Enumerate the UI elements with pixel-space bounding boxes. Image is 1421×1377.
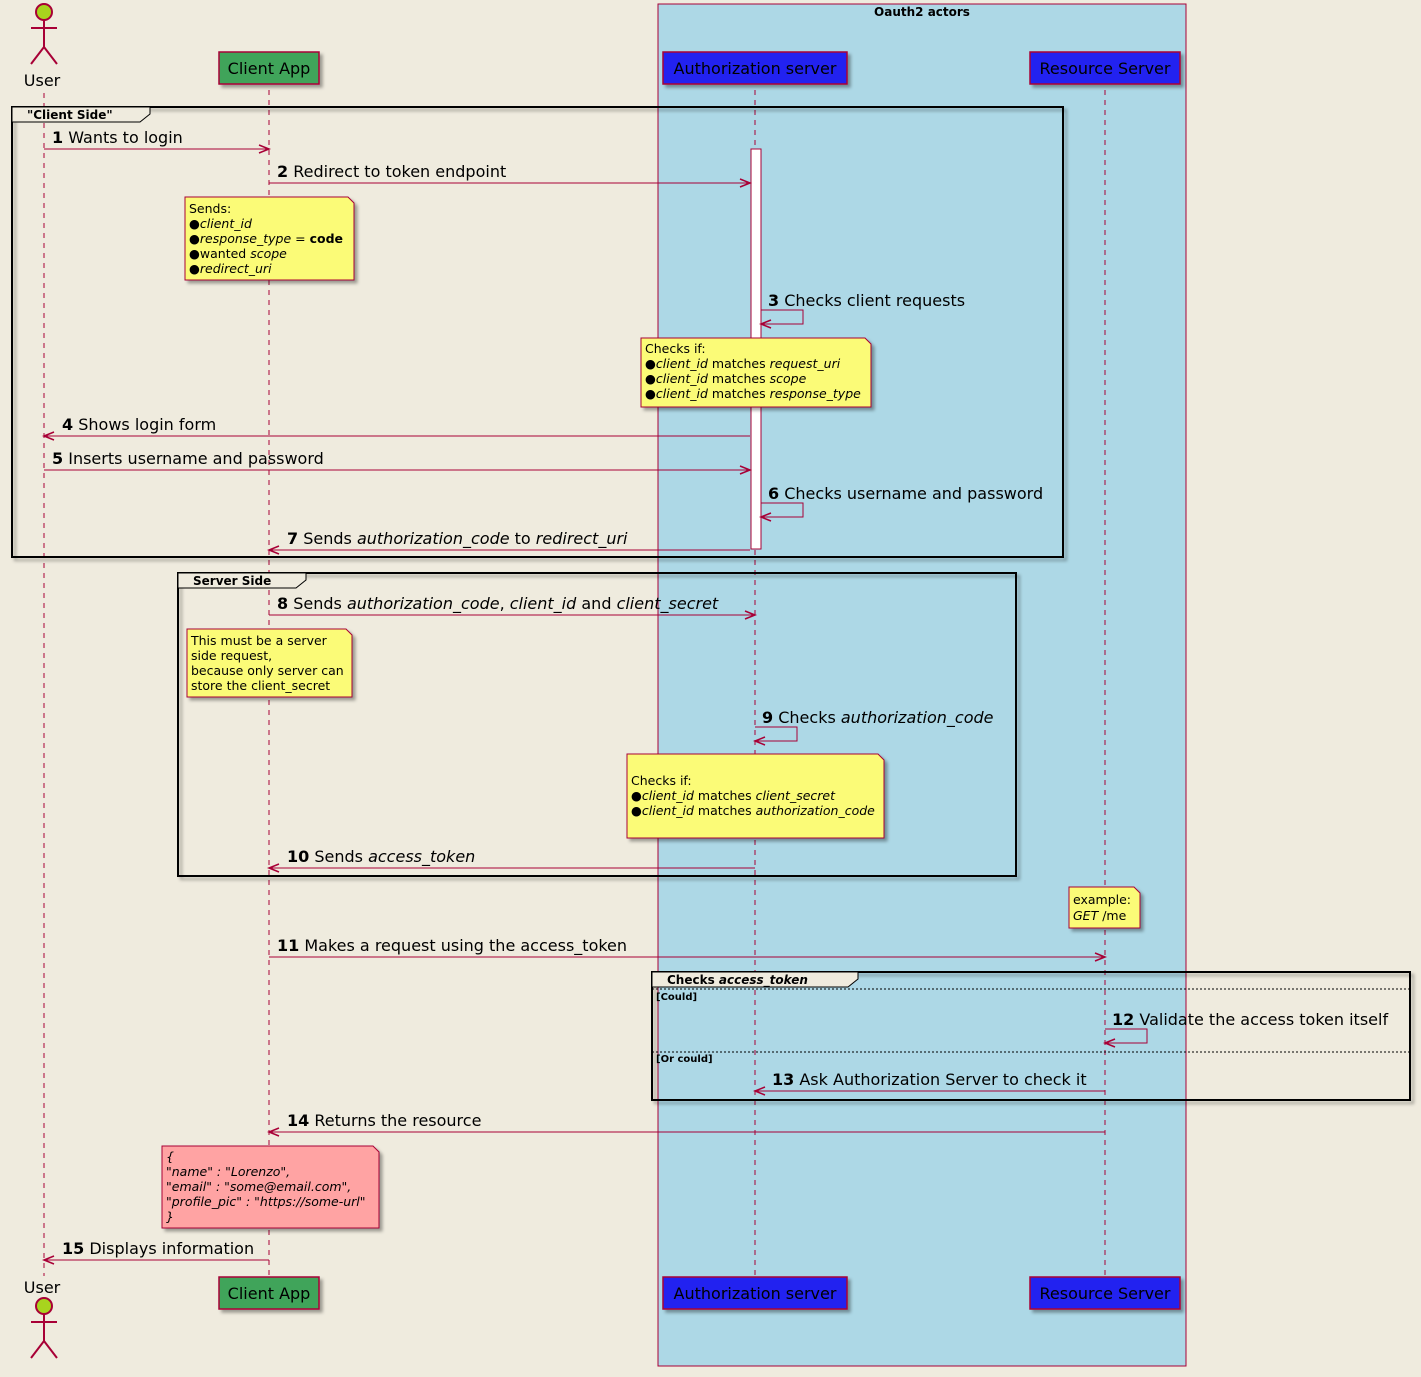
message-5: 5 Inserts username and password <box>44 449 753 475</box>
actor-user-bottom-label: User <box>24 1278 61 1297</box>
note-checks-code-line: Checks if: <box>631 773 692 788</box>
actor-user-top: User <box>24 3 61 90</box>
message-5-label: 5 Inserts username and password <box>52 449 324 468</box>
frame-client-side-label: "Client Side" <box>27 108 113 122</box>
note-checks-code-line: ●client_id matches authorization_code <box>631 803 875 818</box>
message-2-label: 2 Redirect to token endpoint <box>277 162 506 181</box>
participant-client: Client App <box>218 51 320 85</box>
note-example-line: example: <box>1073 892 1131 907</box>
note-example-line: GET /me <box>1073 908 1127 923</box>
message-14: 14 Returns the resource <box>266 1111 1105 1137</box>
message-9-label: 9 Checks authorization_code <box>762 708 994 728</box>
frame-checks-token-label: Checks access_token <box>667 973 808 988</box>
guard-could: [Could] <box>656 992 697 1003</box>
note-server-side-line: side request, <box>191 648 272 663</box>
note-server-side-line: This must be a server <box>190 633 328 648</box>
participant-resource-label: Resource Server <box>1040 59 1171 78</box>
note-checks-client-line: Checks if: <box>645 341 706 356</box>
note-sends-line: ●wanted scope <box>189 246 287 261</box>
participant-auth-label: Authorization server <box>674 1284 837 1303</box>
note-checks-code-line: ●client_id matches client_secret <box>631 788 836 803</box>
oauth2-actors-title: Oauth2 actors <box>874 5 970 19</box>
note-response: {"name" : "Lorenzo","email" : "some@emai… <box>161 1145 380 1229</box>
note-example: example:GET /me <box>1068 886 1141 929</box>
message-15: 15 Displays information <box>41 1239 269 1265</box>
message-8: 8 Sends authorization_code, client_id an… <box>269 594 758 620</box>
frame-checks-token: Checks access_token [Could] [Or could] <box>651 971 1411 1101</box>
participant-auth: Authorization server <box>662 51 848 85</box>
message-2: 2 Redirect to token endpoint <box>269 162 753 188</box>
message-14-label: 14 Returns the resource <box>287 1111 481 1130</box>
note-sends-line: ●redirect_uri <box>189 261 272 276</box>
message-13: 13 Ask Authorization Server to check it <box>752 1070 1105 1096</box>
note-response-line: "profile_pic" : "https://some-url" <box>166 1194 366 1209</box>
note-response-line: "email" : "some@email.com", <box>166 1179 351 1194</box>
guard-or-could: [Or could] <box>656 1054 713 1065</box>
message-8-label: 8 Sends authorization_code, client_id an… <box>277 594 719 614</box>
note-checks-client: Checks if:●client_id matches request_uri… <box>640 337 872 408</box>
message-10: 10 Sends access_token <box>266 847 755 873</box>
participant-auth: Authorization server <box>662 1276 848 1310</box>
note-response-line: "name" : "Lorenzo", <box>166 1164 290 1179</box>
message-6-label: 6 Checks username and password <box>768 484 1043 503</box>
note-checks-code: Checks if:●client_id matches client_secr… <box>626 753 885 839</box>
note-sends-line: ●response_type = code <box>189 231 343 246</box>
frame-server-side-label: Server Side <box>193 574 271 588</box>
message-11-label: 11 Makes a request using the access_toke… <box>277 936 627 956</box>
note-sends: Sends:●client_id●response_type = code●wa… <box>184 196 355 281</box>
participant-resource: Resource Server <box>1029 1276 1181 1310</box>
participant-auth-label: Authorization server <box>674 59 837 78</box>
participant-client-label: Client App <box>228 59 311 78</box>
message-13-label: 13 Ask Authorization Server to check it <box>772 1070 1087 1089</box>
note-sends-line: ●client_id <box>189 216 252 231</box>
message-3: 3 Checks client requests <box>758 291 965 329</box>
message-1: 1 Wants to login <box>44 128 272 154</box>
message-12: 12 Validate the access token itself <box>1102 1010 1388 1048</box>
participant-client-label: Client App <box>228 1284 311 1303</box>
message-11: 11 Makes a request using the access_toke… <box>269 936 1108 962</box>
message-15-label: 15 Displays information <box>62 1239 254 1258</box>
message-12-label: 12 Validate the access token itself <box>1112 1010 1388 1029</box>
message-9: 9 Checks authorization_code <box>752 708 994 746</box>
note-server-side-line: because only server can <box>191 663 344 678</box>
participant-resource-label: Resource Server <box>1040 1284 1171 1303</box>
note-server-side-line: store the client_secret <box>191 678 330 693</box>
note-response-line: { <box>166 1149 174 1164</box>
message-4: 4 Shows login form <box>41 415 750 441</box>
oauth2-actors-box: Oauth2 actors <box>657 3 1187 1367</box>
actor-user-top-label: User <box>24 71 61 90</box>
actor-user-bottom: User <box>24 1278 61 1359</box>
participant-client: Client App <box>218 1276 320 1310</box>
note-checks-client-line: ●client_id matches scope <box>645 371 807 386</box>
message-4-label: 4 Shows login form <box>62 415 216 434</box>
message-1-label: 1 Wants to login <box>52 128 183 147</box>
note-checks-client-line: ●client_id matches response_type <box>645 386 861 401</box>
message-10-label: 10 Sends access_token <box>287 847 475 867</box>
message-7-label: 7 Sends authorization_code to redirect_u… <box>287 529 628 549</box>
message-3-label: 3 Checks client requests <box>768 291 965 310</box>
frame-client-side: "Client Side" <box>11 106 1064 558</box>
note-checks-client-line: ●client_id matches request_uri <box>645 356 841 371</box>
note-response-line: } <box>166 1209 174 1224</box>
participant-resource: Resource Server <box>1029 51 1181 85</box>
message-6: 6 Checks username and password <box>758 484 1043 522</box>
note-sends-line: Sends: <box>189 201 231 216</box>
message-7: 7 Sends authorization_code to redirect_u… <box>266 529 750 555</box>
frame-server-side: Server Side <box>177 572 1017 877</box>
